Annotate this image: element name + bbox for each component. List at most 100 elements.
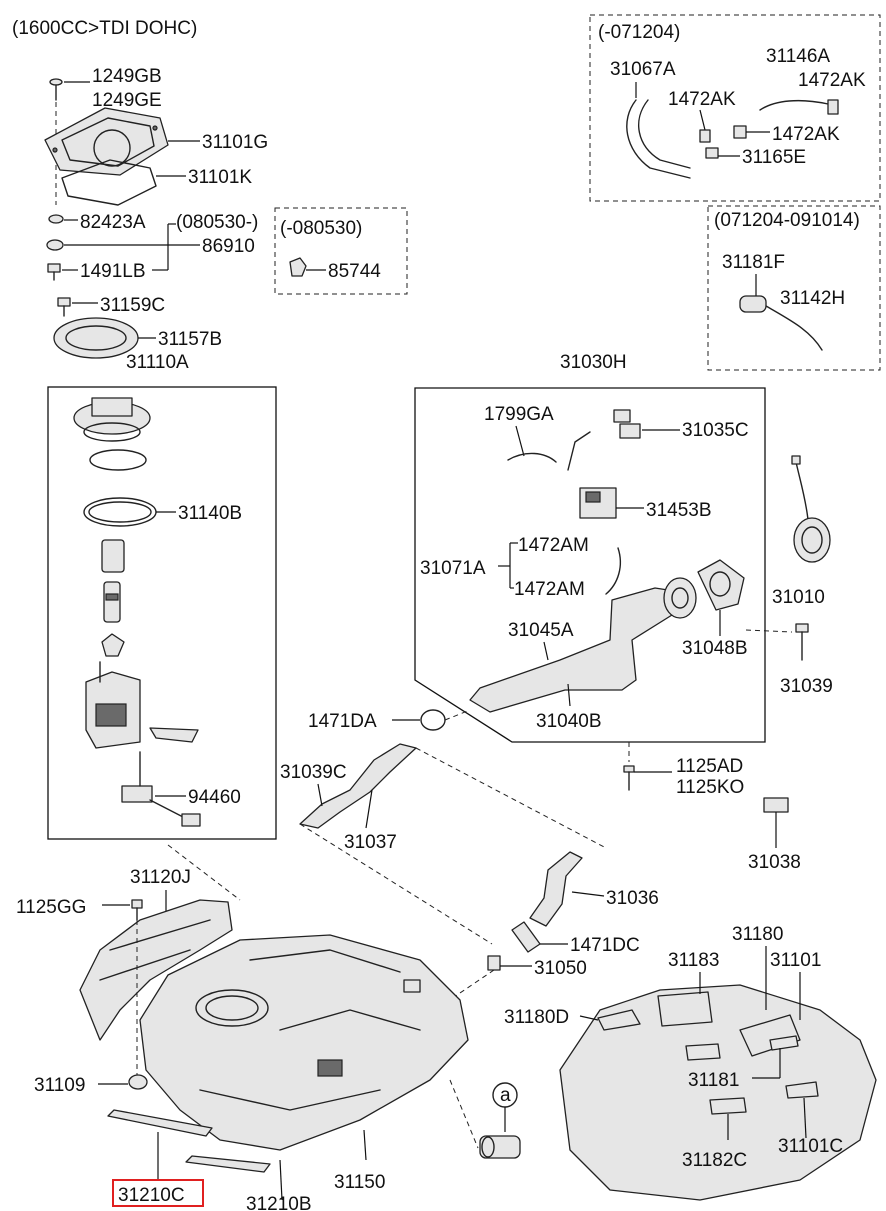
- screw-icon: [49, 78, 63, 101]
- filler-bracket-icon: [697, 559, 745, 611]
- part-31182C: 31182C: [682, 1150, 747, 1171]
- clamp-icon: [699, 129, 711, 143]
- part-1472AK-right: 1472AK: [772, 124, 840, 145]
- range-080530: (080530-): [176, 212, 258, 233]
- part-31181F: 31181F: [722, 252, 785, 273]
- part-85744: 85744: [328, 261, 381, 282]
- part-31010: 31010: [772, 587, 825, 608]
- filler-neck-icon: [469, 577, 697, 713]
- regulator-icon: [101, 633, 125, 657]
- part-31120J: 31120J: [130, 867, 191, 888]
- gasket-icon: [61, 159, 157, 206]
- rollover-valve-icon: [579, 487, 617, 519]
- part-31157B: 31157B: [158, 329, 222, 350]
- part-31030H: 31030H: [560, 352, 627, 373]
- connector-icon: [705, 147, 719, 159]
- fuel-sender-icon: [121, 751, 201, 827]
- hose-clamp-icon: [827, 99, 839, 115]
- fuel-tank-icon: [139, 934, 469, 1151]
- canister-filter-icon: [739, 295, 767, 313]
- part-31146A: 31146A: [766, 46, 830, 67]
- part-31035C: 31035C: [682, 420, 749, 441]
- vapor-hose-outline: [638, 99, 691, 169]
- part-1471DC: 1471DC: [570, 935, 640, 956]
- plug-icon: [46, 239, 64, 251]
- tank-mount-icon: [128, 1074, 148, 1090]
- part-31048B: 31048B: [682, 638, 748, 659]
- part-94460: 94460: [188, 787, 241, 808]
- part-31150: 31150: [334, 1172, 385, 1193]
- valve-body-icon: [619, 423, 641, 439]
- part-86910: 86910: [202, 236, 255, 257]
- group-label-071204-091014: (071204-091014): [714, 210, 860, 231]
- part-31183: 31183: [668, 950, 719, 971]
- fuel-cap-icon: [791, 455, 831, 563]
- part-31210B: 31210B: [246, 1194, 312, 1211]
- group-box-071204-091014: [707, 205, 881, 371]
- callout-a-label: a: [500, 1085, 511, 1106]
- part-1125AD: 1125AD: [676, 756, 743, 777]
- fuel-pump-assembly-box: [47, 386, 277, 840]
- part-1125GG: 1125GG: [16, 897, 86, 918]
- part-31142H: 31142H: [780, 288, 845, 309]
- o-ring-icon: [89, 449, 147, 471]
- tank-strap-icon: [107, 1109, 213, 1137]
- part-1249GB: 1249GB: [92, 66, 162, 87]
- part-31181: 31181: [688, 1070, 739, 1091]
- heat-shield-icon: [79, 899, 233, 1041]
- filler-neck-assembly-box: [414, 387, 766, 743]
- part-1491LB: 1491LB: [80, 261, 146, 282]
- filter-icon: [101, 539, 125, 573]
- clamp-icon: [733, 125, 747, 139]
- cover-plate-icon: [44, 107, 169, 176]
- part-31039C: 31039C: [280, 762, 347, 783]
- group-box-080530: [274, 207, 408, 295]
- group-box-071204: [589, 14, 881, 202]
- pump-reservoir-icon: [85, 661, 141, 749]
- hose-clamp-icon: [420, 709, 446, 731]
- group-label-071204: (-071204): [598, 22, 680, 43]
- bolt-icon: [47, 263, 61, 281]
- part-31050: 31050: [534, 958, 587, 979]
- filler-hose-icon: [299, 743, 417, 829]
- part-1125KO: 1125KO: [676, 777, 744, 798]
- screw-icon: [795, 623, 809, 661]
- pipe-fitting-icon: [479, 1135, 521, 1159]
- washer-icon: [48, 214, 64, 224]
- part-31165E: 31165E: [742, 147, 806, 168]
- part-31038: 31038: [748, 852, 801, 873]
- vent-tube-icon: [567, 431, 591, 471]
- tank-strap-b-icon: [185, 1155, 271, 1173]
- bolt-icon: [57, 297, 71, 317]
- vent-hose-lower-icon: [529, 851, 583, 927]
- part-1472AM-top: 1472AM: [518, 535, 589, 556]
- part-31101: 31101: [770, 950, 821, 971]
- bracket-icon: [149, 727, 199, 743]
- part-31071A: 31071A: [420, 558, 486, 579]
- part-1471DA: 1471DA: [308, 711, 377, 732]
- clip-icon: [289, 257, 307, 277]
- part-31210C[interactable]: 31210C: [118, 1185, 185, 1206]
- part-31101G: 31101G: [202, 132, 268, 153]
- part-31040B: 31040B: [536, 711, 602, 732]
- part-31453B: 31453B: [646, 500, 712, 521]
- part-31067A: 31067A: [610, 59, 676, 80]
- pump-motor-icon: [103, 581, 121, 623]
- part-31140B: 31140B: [178, 503, 242, 524]
- part-31039: 31039: [780, 676, 833, 697]
- valve-icon: [613, 409, 631, 423]
- part-1472AK-mid: 1472AK: [668, 89, 736, 110]
- hose-small-icon: [759, 99, 829, 111]
- engine-note: (1600CC>TDI DOHC): [12, 18, 197, 39]
- part-1799GA: 1799GA: [484, 404, 554, 425]
- part-31109: 31109: [34, 1075, 85, 1096]
- part-1249GE: 1249GE: [92, 90, 162, 111]
- highlight-31210C: [112, 1179, 204, 1207]
- group-label-080530: (-080530): [280, 218, 362, 239]
- bolt-icon: [623, 765, 635, 791]
- tube-fitting-icon: [487, 955, 501, 971]
- part-31036: 31036: [606, 888, 659, 909]
- vent-hose-icon: [605, 547, 622, 595]
